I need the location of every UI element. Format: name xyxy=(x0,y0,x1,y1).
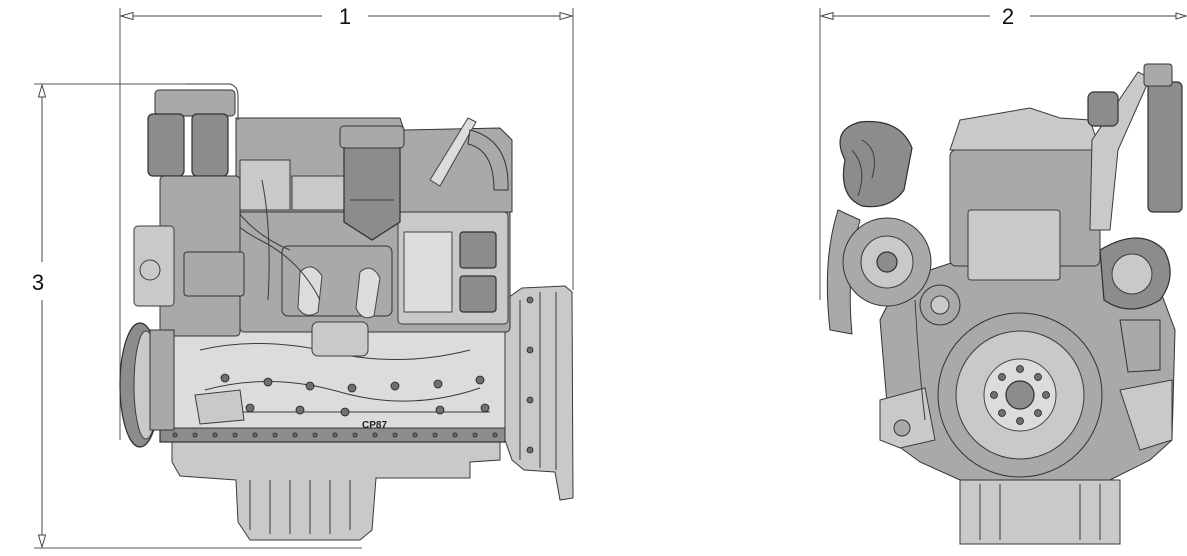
damper-bolts xyxy=(990,365,1050,425)
front-coolant-port xyxy=(1119,319,1161,373)
dimension-length: 1 xyxy=(119,4,574,440)
front-cover-plate xyxy=(967,209,1061,281)
width-label: 2 xyxy=(1002,4,1014,29)
side-view-stamp: CP87 xyxy=(362,420,387,431)
flywheel-housing xyxy=(504,285,574,501)
front-oil-fill xyxy=(1087,91,1119,127)
width-arrow-left xyxy=(819,11,834,21)
front-lower-bracket xyxy=(879,387,936,449)
front-right-bracket xyxy=(1119,379,1173,451)
dimension-width: 2 xyxy=(819,4,1187,300)
front-oil-pan xyxy=(959,479,1121,545)
cover-plate-left xyxy=(239,159,291,211)
front-fuel-filter xyxy=(1147,81,1183,213)
length-label: 1 xyxy=(339,4,351,29)
intake-elbow xyxy=(467,129,509,191)
intake-tube xyxy=(429,117,477,187)
front-valve-cover xyxy=(949,107,1101,151)
turbocharger xyxy=(839,120,913,208)
length-arrow-right xyxy=(559,11,574,21)
height-arrow-bottom xyxy=(37,534,47,549)
oil-filter xyxy=(343,145,401,241)
length-arrow-left xyxy=(119,11,134,21)
width-arrow-right xyxy=(1175,12,1187,20)
height-label: 3 xyxy=(32,270,44,295)
fuel-filter-head xyxy=(154,89,236,117)
fuel-filter-primary xyxy=(147,113,185,177)
ecm-connector-upper xyxy=(459,231,497,269)
dimension-height: 3 xyxy=(32,83,362,549)
oil-pan xyxy=(171,439,501,541)
block-cover-plate xyxy=(194,389,245,425)
height-arrow-top xyxy=(37,83,47,98)
fuel-pump xyxy=(311,321,369,357)
block-bolts xyxy=(220,373,490,417)
fuel-filter-secondary xyxy=(191,113,229,177)
rail-bolts xyxy=(172,432,498,438)
engine-side-view: CP87 xyxy=(119,83,574,541)
mounting-bracket xyxy=(1089,71,1151,231)
engine-front-view xyxy=(826,63,1183,545)
ecm-connector-lower xyxy=(459,275,497,313)
